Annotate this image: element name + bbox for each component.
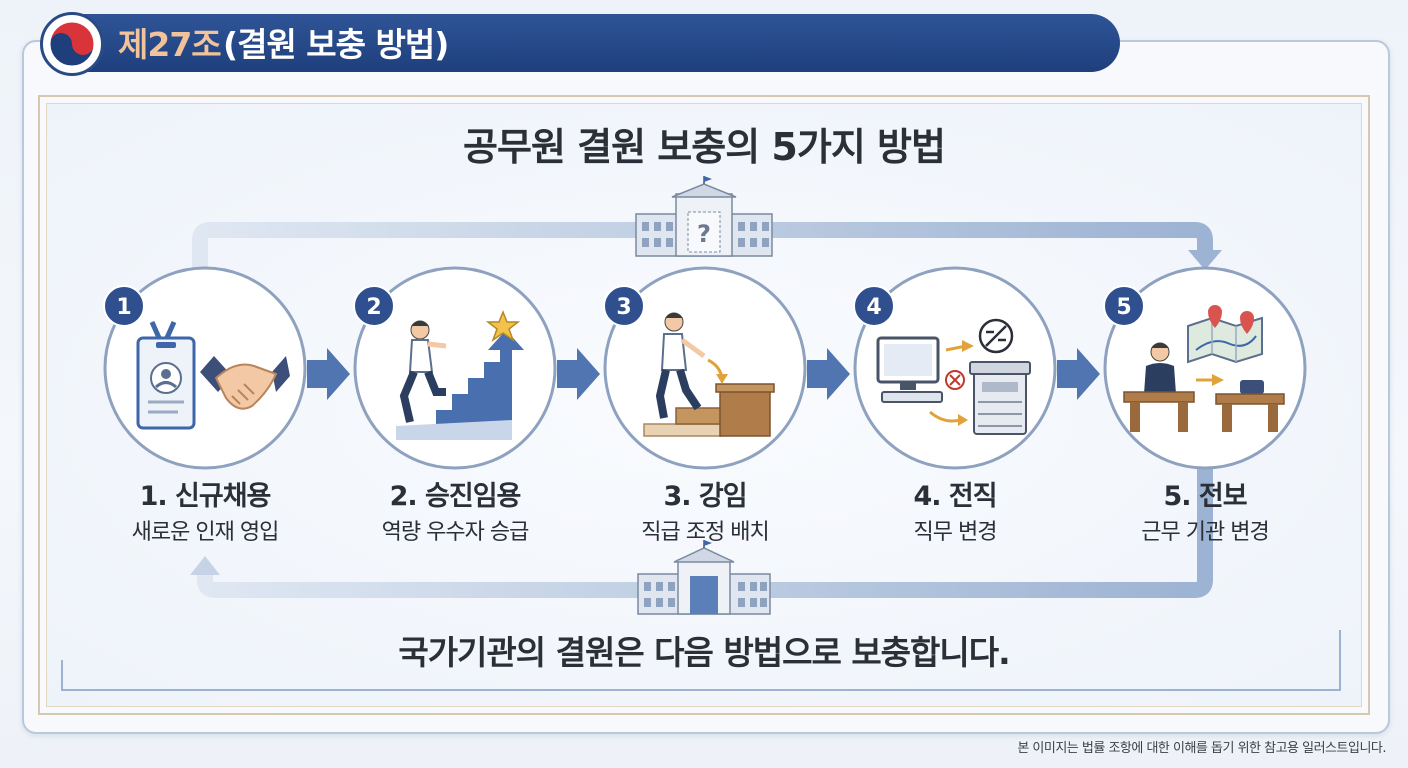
arrow-right-icon [557,348,600,400]
svg-text:3: 3 [616,295,631,320]
svg-text:4: 4 [866,295,881,320]
step-label-2: 2. 승진임용 [389,481,522,512]
disclaimer-footnote: 본 이미지는 법률 조항에 대한 이해를 돕기 위한 참고용 일러스트입니다. [1017,741,1386,756]
arrow-right-icon [307,348,350,400]
step-badge-5: 5 [1103,285,1145,327]
transfer-map-icon [1123,305,1285,432]
article-title: (결원 보충 방법) [223,25,449,64]
job-change-icon [876,318,1031,435]
step-label-5: 5. 전보 [1163,481,1247,512]
step-label-3: 3. 강임 [663,481,747,512]
header-bar [62,14,1120,72]
summary-text: 국가기관의 결원은 다음 방법으로 보충합니다. [398,633,1010,672]
step-desc-3: 직급 조정 배치 [641,520,769,545]
arrow-right-icon [807,348,850,400]
arrow-right-icon [1057,348,1100,400]
step-desc-1: 새로운 인재 영입 [131,520,280,545]
step-badge-2: 2 [353,285,395,327]
step-down-icon [643,312,775,437]
svg-text:2: 2 [366,295,381,320]
bottom-loop-arrowhead [190,556,220,575]
step-label-1: 1. 신규채용 [139,481,272,512]
decorative-frame [38,95,1370,715]
step-label-4: 4. 전직 [913,481,997,512]
step-circle-5 [1103,266,1307,470]
step-badge-3: 3 [603,285,645,327]
top-loop-arrowhead [1188,250,1222,270]
step-desc-5: 근무 기관 변경 [1141,520,1269,545]
step-badge-1: 1 [103,285,145,327]
main-title: 공무원 결원 보충의 5가지 방법 [463,125,946,169]
step-desc-4: 직무 변경 [913,520,998,545]
step-badge-4: 4 [853,285,895,327]
article-number: 제27조 [118,25,222,64]
government-emblem-logo [40,12,104,76]
stairs-star-icon [396,309,524,440]
step-desc-2: 역량 우수자 승급 [381,520,530,545]
svg-text:1: 1 [116,295,131,320]
question-mark-text: ? [697,220,711,248]
svg-text:5: 5 [1116,295,1131,320]
id-card-handshake-icon [136,320,290,430]
